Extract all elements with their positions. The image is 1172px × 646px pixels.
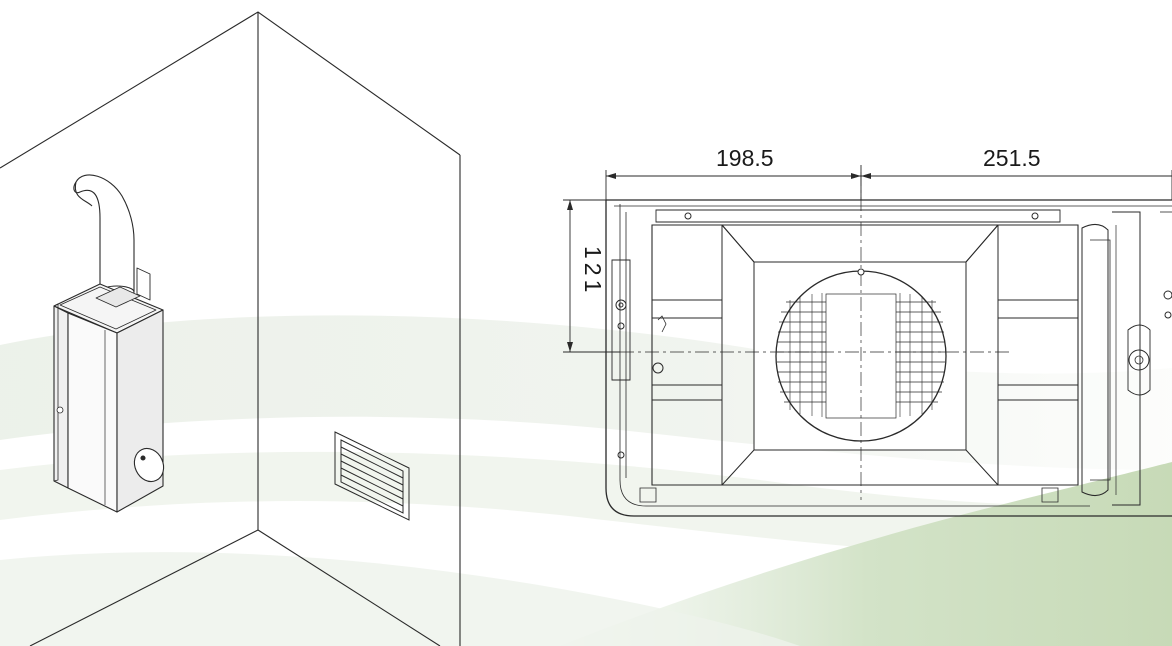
technical-drawing	[570, 172, 1172, 517]
room-corner	[0, 11, 461, 646]
dimension-depth: 121	[580, 246, 606, 296]
dimension-lines	[563, 165, 1172, 353]
ventilation-grille	[334, 431, 410, 521]
dimension-left-width: 198.5	[716, 145, 774, 171]
background-swoosh	[0, 315, 1172, 646]
dimension-right-width: 251.5	[983, 145, 1041, 171]
boiler-unit	[53, 174, 165, 513]
